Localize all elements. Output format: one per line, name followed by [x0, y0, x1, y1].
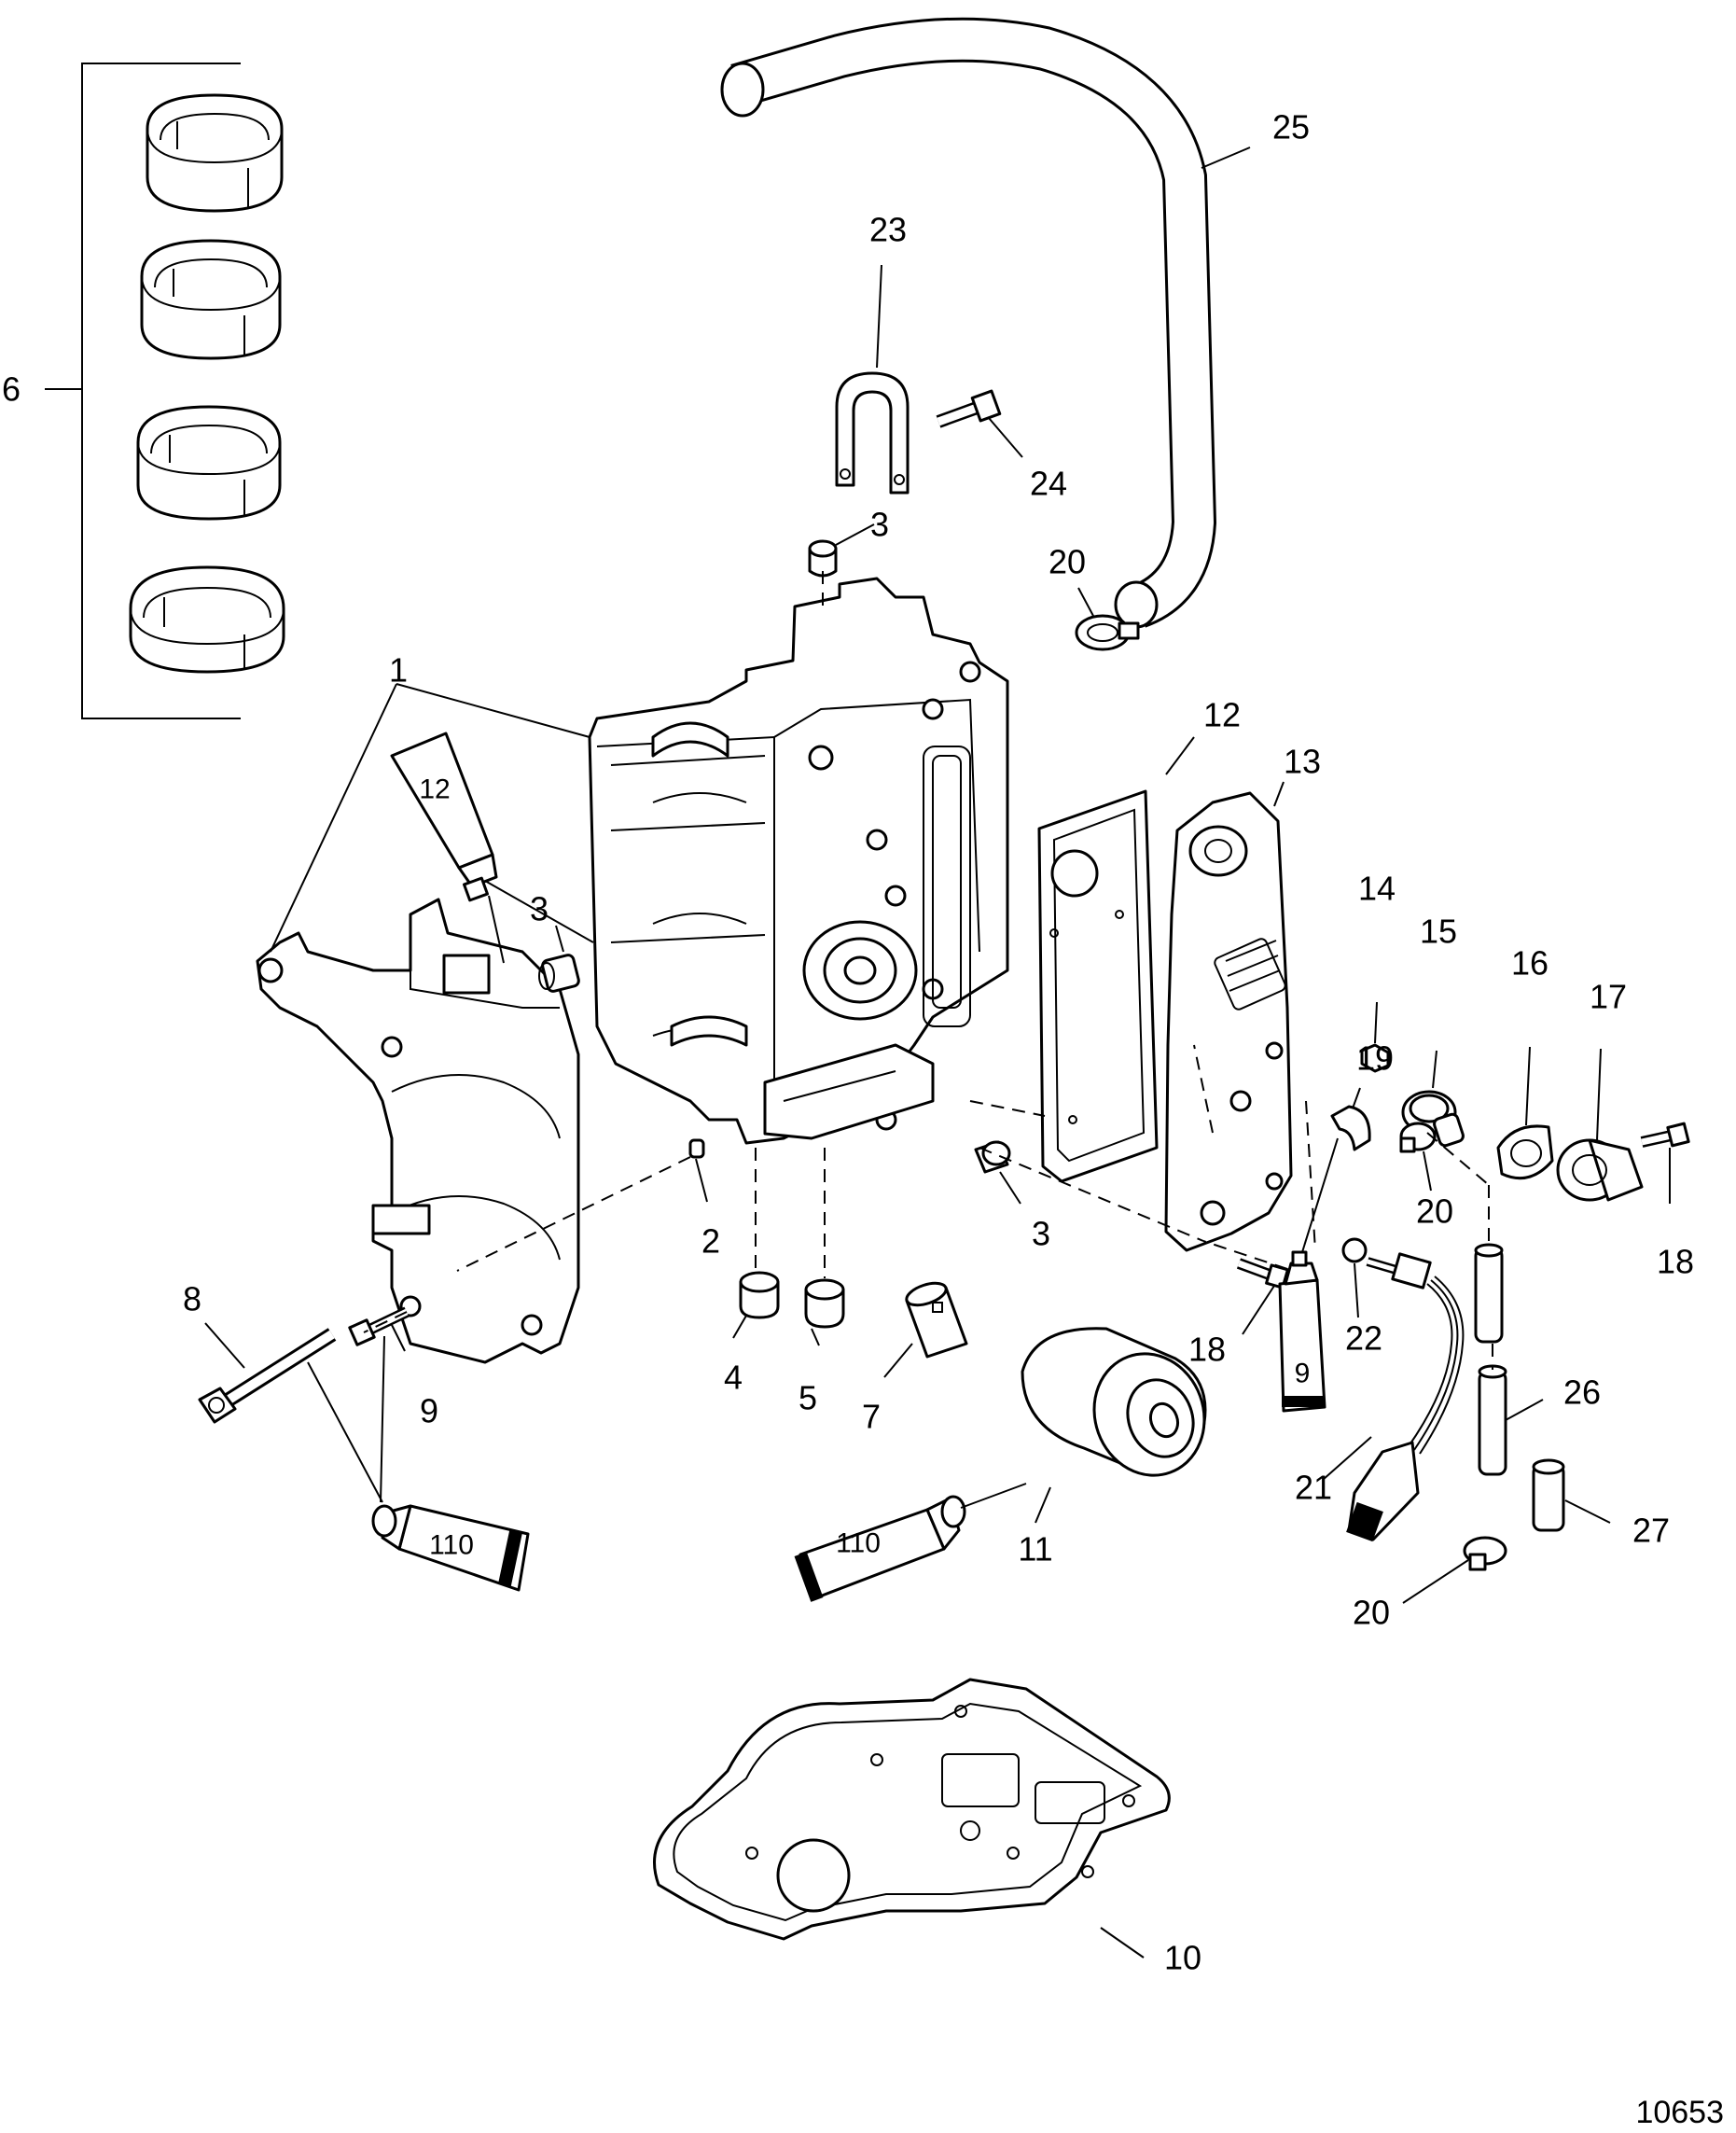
dowel-pin-icon — [538, 954, 580, 993]
elbow-fitting-icon — [1330, 1105, 1371, 1151]
tube-label-12: 12 — [419, 774, 450, 805]
mounting-bracket-icon — [835, 371, 910, 495]
exhaust-cover-icon — [1164, 791, 1293, 1252]
hose-clamp-icon — [1463, 1536, 1507, 1571]
callout-19: 19 — [1356, 1039, 1394, 1078]
crankcase-cover-icon — [256, 898, 580, 1364]
tube-label-110: 110 — [429, 1530, 474, 1561]
callout-4: 4 — [724, 1359, 743, 1397]
long-bolt-icon — [198, 1328, 337, 1424]
callout-23: 23 — [869, 211, 907, 249]
callout-17: 17 — [1590, 978, 1627, 1016]
oil-filter-icon — [1021, 1327, 1207, 1477]
callout-2: 2 — [701, 1222, 720, 1261]
tube-labels: 12 9 110 110 — [419, 774, 1310, 1561]
callout-3: 3 — [530, 890, 549, 928]
callout-25: 25 — [1272, 108, 1310, 146]
main-bearing-icon — [129, 565, 285, 674]
bolt-icon — [936, 389, 1002, 428]
welch-plug-icon — [804, 1278, 845, 1329]
sealant-tube-icon — [390, 732, 498, 902]
hose-clamp-icon — [1399, 1122, 1437, 1153]
callout-16: 16 — [1511, 944, 1549, 983]
callout-labels: 1 2 3 3 3 4 5 6 7 8 9 10 11 12 13 14 15 … — [2, 108, 1694, 1977]
callout-7: 7 — [862, 1398, 881, 1436]
callout-8: 8 — [183, 1280, 201, 1318]
callout-11: 11 — [1018, 1530, 1052, 1568]
figure-number: 10653 — [1635, 2095, 1724, 2130]
callout-5: 5 — [799, 1379, 817, 1417]
callout-14: 14 — [1358, 870, 1396, 908]
callout-18: 18 — [1657, 1243, 1694, 1281]
tube-label-9: 9 — [1295, 1359, 1311, 1389]
nut-icon — [1360, 1043, 1390, 1073]
main-bearing-icon — [140, 239, 282, 360]
callout-20: 20 — [1416, 1192, 1453, 1231]
callout-3: 3 — [1032, 1215, 1050, 1253]
bolt-icon — [1236, 1258, 1289, 1290]
callout-21: 21 — [1295, 1469, 1332, 1507]
sleeve-icon — [905, 1281, 968, 1359]
cylinder-block-icon — [588, 577, 1009, 1145]
dowel-pin-icon — [688, 1138, 705, 1159]
thermostat-cover-icon — [1556, 1138, 1644, 1202]
tube-label-110: 110 — [836, 1528, 881, 1559]
main-bearing-icon — [146, 93, 284, 213]
hose-clamp-icon — [1075, 614, 1140, 651]
callout-20: 20 — [1049, 543, 1086, 581]
main-bearing-icon — [136, 405, 282, 521]
welch-plug-icon — [739, 1271, 780, 1319]
sealant-tube-icon — [371, 1504, 530, 1592]
gasket-icon — [1037, 789, 1159, 1183]
callout-10: 10 — [1164, 1939, 1201, 1977]
callout-18: 18 — [1188, 1331, 1226, 1369]
thermostat-gasket-icon — [1496, 1124, 1554, 1180]
callout-13: 13 — [1284, 743, 1321, 781]
callout-24: 24 — [1030, 465, 1067, 503]
sleeve-icon — [1532, 1458, 1565, 1532]
callout-20: 20 — [1353, 1594, 1390, 1632]
sealant-tube-icon — [794, 1495, 966, 1602]
callout-27: 27 — [1632, 1512, 1670, 1550]
hose-section-icon — [1474, 1243, 1507, 1476]
base-gasket-icon — [653, 1678, 1171, 1941]
callout-9: 9 — [420, 1392, 438, 1430]
dowel-pin-icon — [808, 539, 838, 578]
o-ring-icon — [1341, 1237, 1368, 1263]
temperature-sensor-icon — [1346, 1252, 1465, 1542]
callout-6: 6 — [2, 370, 21, 409]
leader-lines — [204, 146, 1671, 1959]
callout-3: 3 — [870, 506, 889, 544]
callout-1: 1 — [389, 651, 408, 690]
water-hose-icon — [720, 17, 1217, 629]
sealant-tube-icon — [1278, 1250, 1326, 1413]
callout-26: 26 — [1563, 1373, 1601, 1412]
bearing-set-bracket — [45, 63, 241, 719]
bolt-icon — [1640, 1122, 1690, 1148]
callout-15: 15 — [1420, 913, 1457, 951]
callout-12: 12 — [1203, 696, 1241, 734]
callout-22: 22 — [1345, 1319, 1382, 1358]
